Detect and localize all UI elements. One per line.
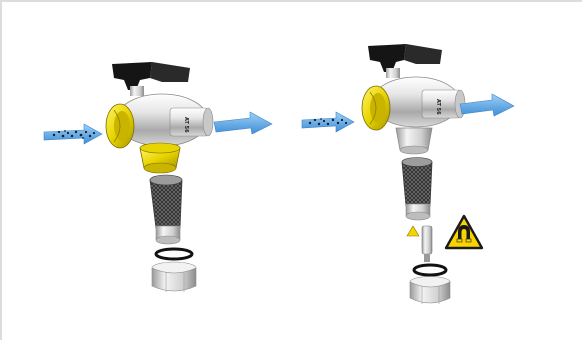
filter-cartridge bbox=[402, 158, 432, 221]
body-stamp: AT 56 bbox=[183, 117, 189, 133]
valve-handle bbox=[112, 62, 190, 96]
magnet-rod bbox=[422, 226, 432, 262]
o-ring bbox=[414, 265, 446, 275]
brass-inlet-thread bbox=[362, 86, 390, 130]
brass-inlet-thread bbox=[106, 104, 134, 148]
o-ring bbox=[156, 249, 192, 259]
magnet-warning-icon bbox=[446, 216, 482, 248]
outlet-flow-arrow-icon bbox=[460, 94, 514, 116]
filter-cartridge bbox=[150, 175, 182, 244]
valve-handle bbox=[368, 44, 442, 78]
end-cap bbox=[152, 262, 196, 292]
inlet-flow-arrow-icon bbox=[44, 124, 102, 144]
brass-bottom-port bbox=[140, 143, 180, 173]
bottom-port bbox=[396, 128, 432, 154]
body-stamp: AT 56 bbox=[435, 99, 441, 115]
small-warning-icon bbox=[407, 226, 419, 236]
right-panel: AT 56 bbox=[302, 44, 514, 304]
left-panel: AT 56 bbox=[44, 62, 272, 292]
end-cap bbox=[410, 277, 450, 305]
outlet-flow-arrow-icon bbox=[214, 112, 272, 134]
